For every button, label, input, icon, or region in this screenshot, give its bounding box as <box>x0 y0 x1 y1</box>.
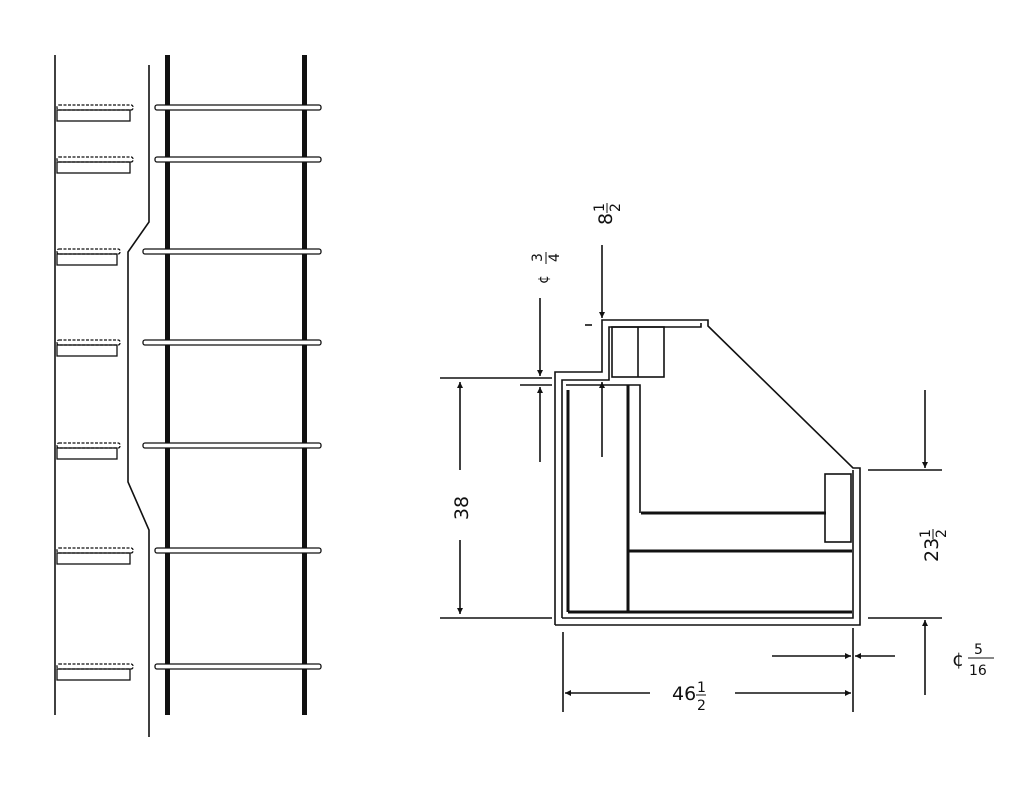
end-block <box>824 473 852 543</box>
wire-shelf <box>56 156 134 163</box>
dimension-lines <box>440 245 942 712</box>
dim-38-text: 38 <box>451 496 473 520</box>
denominator: 16 <box>969 663 987 679</box>
whole: 46 <box>672 683 696 705</box>
wire-shelf <box>56 663 134 670</box>
shelving-elevation <box>54 55 322 737</box>
shelf-bracket <box>56 447 118 460</box>
shelf-board <box>142 248 322 255</box>
dim-3-4: ¢ 3 4 <box>530 252 563 284</box>
denominator: 2 <box>697 698 706 714</box>
numerator: 1 <box>918 529 934 538</box>
centerline-symbol: ¢ <box>536 275 552 284</box>
shelf-bracket <box>56 344 118 357</box>
wire-shelf <box>56 547 134 554</box>
case-section <box>554 319 861 626</box>
denominator: 2 <box>934 529 950 538</box>
wire-shelf <box>56 339 121 346</box>
outer-shell <box>554 319 861 626</box>
upright-left <box>165 55 170 715</box>
wire-shelf <box>56 248 121 255</box>
shelf-bracket <box>56 109 131 122</box>
dim-5-16: ¢ 5 16 <box>952 642 994 679</box>
numerator: 5 <box>974 642 983 658</box>
profile-line <box>127 65 150 737</box>
dim-46-1-2: 46 1 2 <box>672 680 706 714</box>
dim-23-1-2: 23 1 2 <box>918 529 950 562</box>
numerator: 3 <box>530 253 546 262</box>
inner-shell-bottom <box>562 470 854 619</box>
wire-shelf <box>56 104 134 111</box>
denominator: 4 <box>547 253 563 262</box>
shelf-bracket <box>56 161 131 174</box>
shelf-board <box>154 104 322 111</box>
dim-38: 38 <box>451 496 473 520</box>
centerline-symbol: ¢ <box>952 649 964 671</box>
whole: 8 <box>595 213 617 225</box>
inner-panel <box>566 384 641 513</box>
shelf-board <box>154 547 322 554</box>
denominator: 2 <box>608 203 624 212</box>
inner-shell <box>561 323 702 618</box>
shelf-board <box>142 442 322 449</box>
shelf-board <box>154 156 322 163</box>
upright-right <box>302 55 307 715</box>
shelf-bracket <box>56 668 131 681</box>
shelf-board <box>142 339 322 346</box>
numerator: 1 <box>592 203 608 212</box>
shelf-bracket <box>56 552 131 565</box>
shelf-bracket <box>56 253 118 266</box>
wire-shelf <box>56 442 121 449</box>
dim-8-1-2: 8 1 2 <box>592 203 624 225</box>
whole: 23 <box>921 538 943 562</box>
numerator: 1 <box>697 680 706 696</box>
shelf-board <box>154 663 322 670</box>
